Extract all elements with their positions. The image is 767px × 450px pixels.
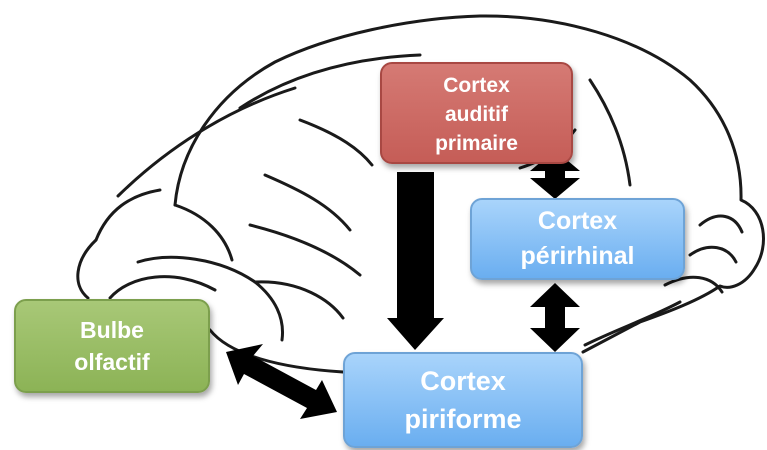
auditory-cortex-box: Cortex auditif primaire [380, 62, 573, 164]
auditory-cortex-label-line3: primaire [435, 131, 518, 155]
olfactory-bulb-label-line2: olfactif [74, 349, 150, 375]
perirhinal-cortex-label-line2: périrhinal [520, 242, 635, 270]
auditory-cortex-label-line1: Cortex [443, 73, 510, 97]
arrow-auditory-to-piriform [387, 172, 444, 350]
auditory-cortex-label-line2: auditif [445, 102, 508, 126]
olfactory-bulb-box: Bulbe olfactif [14, 299, 210, 393]
piriform-cortex-label-line2: piriforme [404, 404, 522, 434]
piriform-cortex-label-line1: Cortex [420, 366, 506, 396]
perirhinal-cortex-box: Cortex périrhinal [470, 198, 685, 280]
arrow-olfactory-piriform [226, 344, 337, 419]
olfactory-bulb-label-line1: Bulbe [80, 317, 144, 343]
arrow-perirhinal-piriform [530, 283, 580, 352]
piriform-cortex-box: Cortex piriforme [343, 352, 583, 448]
perirhinal-cortex-label-line1: Cortex [537, 207, 618, 235]
